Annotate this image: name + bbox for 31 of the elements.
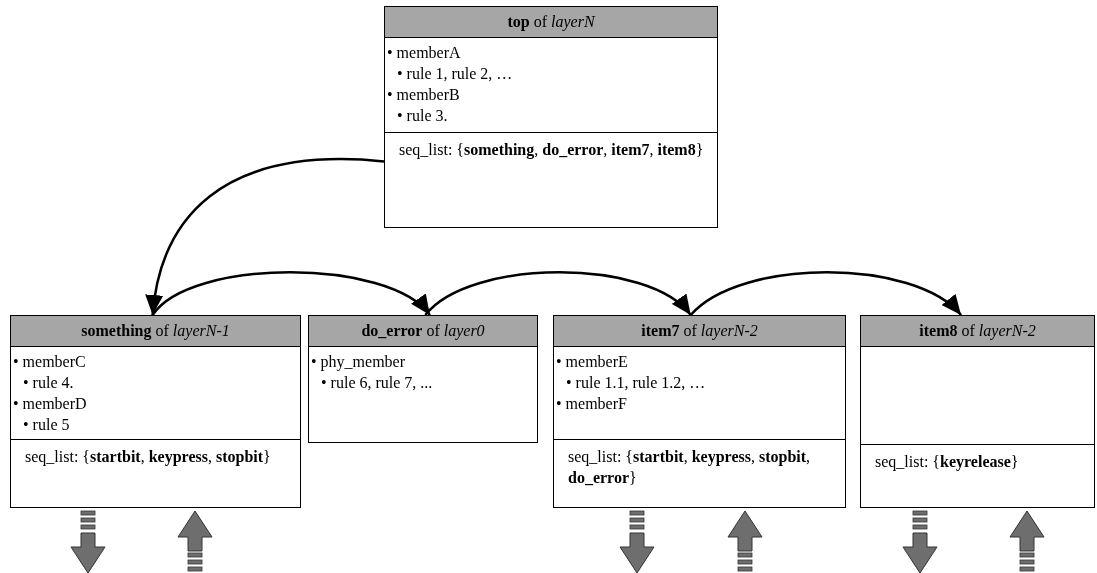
curved-arrow — [146, 157, 385, 316]
card-title: item7 of layerN-2 — [554, 316, 845, 347]
rule-item: • rule 4. — [23, 373, 75, 393]
member-item: • memberD — [13, 394, 88, 414]
sequence-list: seq_list: {keyrelease} — [861, 444, 1094, 507]
class-card — [860, 315, 1095, 508]
member-item: • memberB — [387, 85, 461, 105]
member-item: • memberA — [387, 43, 462, 63]
member-item: • memberF — [556, 394, 628, 414]
card-title: item8 of layerN-2 — [861, 316, 1094, 347]
rule-item: • rule 5 — [23, 415, 71, 435]
member-item: • memberE — [556, 352, 629, 372]
member-item: • memberC — [13, 352, 87, 372]
rule-item: • rule 1, rule 2, … — [397, 64, 514, 84]
curved-arrow — [151, 271, 431, 316]
rule-item: • rule 3. — [397, 106, 449, 126]
card-title: do_error of layer0 — [309, 316, 537, 347]
sequence-list: seq_list: {something, do_error, item7, item8} — [385, 132, 717, 227]
class-card — [553, 315, 846, 508]
class-card — [10, 315, 301, 508]
rule-item: • rule 6, rule 7, ... — [321, 373, 434, 393]
rule-item: • rule 1.1, rule 1.2, … — [566, 373, 707, 393]
class-card — [308, 315, 538, 443]
class-card — [384, 6, 718, 228]
card-title: top of layerN — [385, 7, 717, 38]
curved-arrow — [689, 271, 962, 316]
sequence-list: seq_list: {startbit, keypress, stopbit} — [11, 439, 300, 507]
curved-arrow — [424, 271, 692, 316]
member-item: • phy_member — [311, 352, 407, 372]
sequence-list: seq_list: {startbit, keypress, stopbit, do_error} — [554, 439, 845, 507]
card-title: something of layerN-1 — [11, 316, 300, 347]
